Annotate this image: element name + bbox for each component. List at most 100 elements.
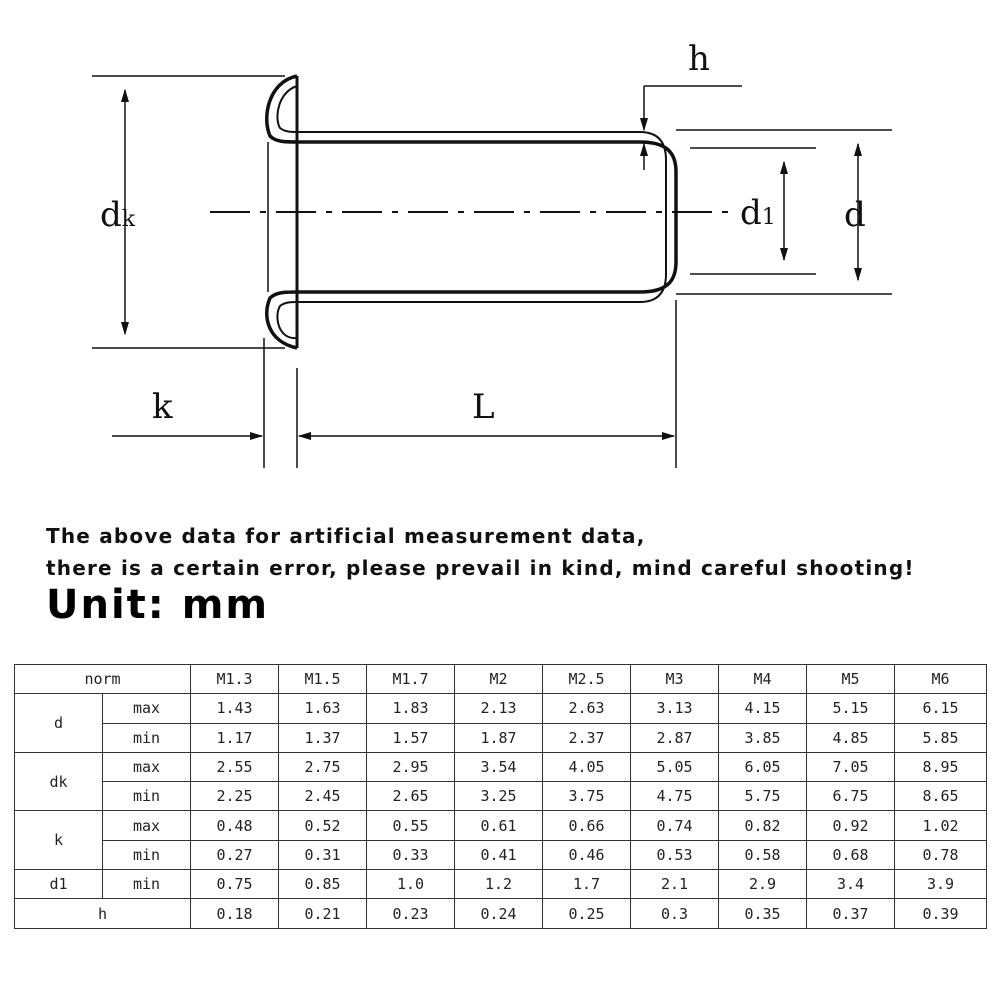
value-cell: 1.43	[190, 693, 279, 724]
value-cell: 0.33	[366, 839, 455, 871]
value-cell: 1.63	[278, 693, 367, 724]
value-cell: 0.53	[630, 839, 719, 871]
value-cell: 2.1	[630, 869, 719, 900]
header-size: M6	[894, 663, 987, 695]
header-size: M4	[718, 663, 807, 695]
value-cell: 0.58	[718, 839, 807, 871]
value-cell: 2.37	[542, 722, 631, 753]
value-cell: 1.02	[894, 810, 987, 841]
value-cell: 5.85	[894, 722, 987, 753]
value-cell: 2.13	[454, 693, 543, 724]
value-cell: 2.45	[278, 781, 367, 812]
h-label: h	[688, 39, 710, 79]
header-size: M1.5	[278, 663, 367, 695]
measurement-note: The above data for artificial measuremen…	[46, 520, 915, 584]
value-cell: 0.66	[542, 810, 631, 841]
value-cell: 0.46	[542, 839, 631, 871]
value-cell: 0.23	[366, 898, 455, 929]
value-cell: 3.85	[718, 722, 807, 753]
value-cell: 0.3	[630, 898, 719, 929]
value-cell: 0.41	[454, 839, 543, 871]
value-cell: 1.83	[366, 693, 455, 724]
value-cell: 1.57	[366, 722, 455, 753]
value-cell: 0.31	[278, 839, 367, 871]
measurement-note-line2: there is a certain error, please prevail…	[46, 556, 915, 580]
value-cell: 0.78	[894, 839, 987, 871]
header-size: M1.7	[366, 663, 455, 695]
value-cell: 0.25	[542, 898, 631, 929]
value-cell: 4.85	[806, 722, 895, 753]
value-cell: 1.87	[454, 722, 543, 753]
param-cell: d1	[14, 869, 103, 900]
value-cell: 5.05	[630, 751, 719, 783]
header-size: M2	[454, 663, 543, 695]
value-cell: 8.65	[894, 781, 987, 812]
value-cell: 3.13	[630, 693, 719, 724]
value-cell: 2.55	[190, 751, 279, 783]
k-label: k	[152, 387, 173, 427]
param-cell: k	[14, 810, 103, 871]
limit-cell: max	[102, 693, 191, 724]
value-cell: 2.75	[278, 751, 367, 783]
value-cell: 3.4	[806, 869, 895, 900]
value-cell: 1.17	[190, 722, 279, 753]
value-cell: 0.35	[718, 898, 807, 929]
value-cell: 4.15	[718, 693, 807, 724]
value-cell: 0.21	[278, 898, 367, 929]
value-cell: 5.75	[718, 781, 807, 812]
value-cell: 2.25	[190, 781, 279, 812]
value-cell: 3.75	[542, 781, 631, 812]
eyelet-outline-outer	[265, 74, 678, 350]
value-cell: 0.75	[190, 869, 279, 900]
header-norm: norm	[14, 663, 191, 695]
header-size: M5	[806, 663, 895, 695]
limit-cell: min	[102, 781, 191, 812]
value-cell: 3.9	[894, 869, 987, 900]
eyelet-outline-inner	[276, 85, 667, 340]
value-cell: 6.15	[894, 693, 987, 724]
value-cell: 0.27	[190, 839, 279, 871]
value-cell: 7.05	[806, 751, 895, 783]
value-cell: 0.48	[190, 810, 279, 841]
param-cell: d	[14, 693, 103, 753]
value-cell: 0.85	[278, 869, 367, 900]
value-cell: 1.0	[366, 869, 455, 900]
d1-label: d1	[740, 193, 776, 233]
value-cell: 0.37	[806, 898, 895, 929]
value-cell: 6.05	[718, 751, 807, 783]
value-cell: 0.61	[454, 810, 543, 841]
limit-cell: min	[102, 839, 191, 871]
value-cell: 2.9	[718, 869, 807, 900]
value-cell: 4.05	[542, 751, 631, 783]
value-cell: 0.24	[454, 898, 543, 929]
value-cell: 1.37	[278, 722, 367, 753]
value-cell: 1.7	[542, 869, 631, 900]
value-cell: 0.74	[630, 810, 719, 841]
limit-cell: min	[102, 869, 191, 900]
value-cell: 0.82	[718, 810, 807, 841]
measurement-note-line1: The above data for artificial measuremen…	[46, 524, 646, 548]
value-cell: 0.55	[366, 810, 455, 841]
eyelet-technical-drawing: dk h d1 d k L	[92, 39, 892, 468]
header-size: M2.5	[542, 663, 631, 695]
limit-cell: max	[102, 810, 191, 841]
L-label: L	[472, 387, 495, 427]
value-cell: 2.87	[630, 722, 719, 753]
limit-cell: max	[102, 751, 191, 783]
param-cell: dk	[14, 751, 103, 812]
value-cell: 2.65	[366, 781, 455, 812]
header-size: M1.3	[190, 663, 279, 695]
value-cell: 0.52	[278, 810, 367, 841]
value-cell: 8.95	[894, 751, 987, 783]
param-cell: h	[14, 898, 191, 929]
dk-label: dk	[100, 195, 136, 235]
